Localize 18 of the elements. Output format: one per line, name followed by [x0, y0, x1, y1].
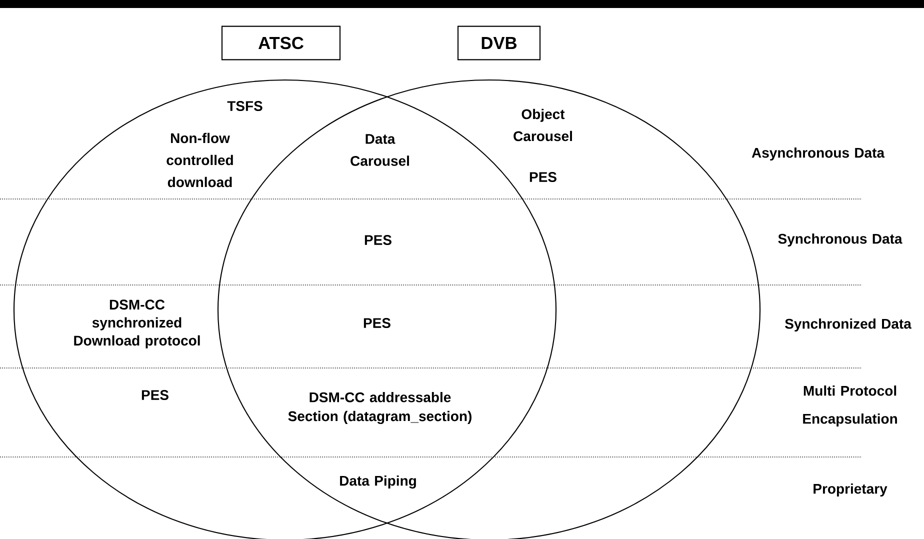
region-label: Asynchronous Data: [752, 147, 885, 161]
region-label: Data Carousel: [350, 134, 409, 166]
region-label: DSM-CC synchronized Download protocol: [74, 300, 200, 348]
region-label: DSM-CC addressable Section (datagram_section): [288, 392, 472, 424]
region-label: PES: [530, 172, 556, 182]
region-label: PES: [364, 318, 390, 328]
region-label: Synchronized Data: [785, 318, 912, 332]
region-label: TSFS: [227, 101, 262, 111]
standard-box: ATSC: [221, 26, 341, 60]
region-label: Object Carousel: [514, 108, 572, 142]
standard-box: DVB: [457, 26, 541, 60]
region-label: PES: [364, 235, 392, 245]
region-label: Multi Protocol Encapsulation: [803, 385, 897, 427]
region-label: Data Piping: [340, 475, 416, 489]
region-label: PES: [142, 390, 168, 400]
region-label: Proprietary: [814, 483, 888, 497]
region-label: Non-flow controlled download: [166, 132, 233, 188]
region-label: Synchronous Data: [778, 233, 902, 247]
